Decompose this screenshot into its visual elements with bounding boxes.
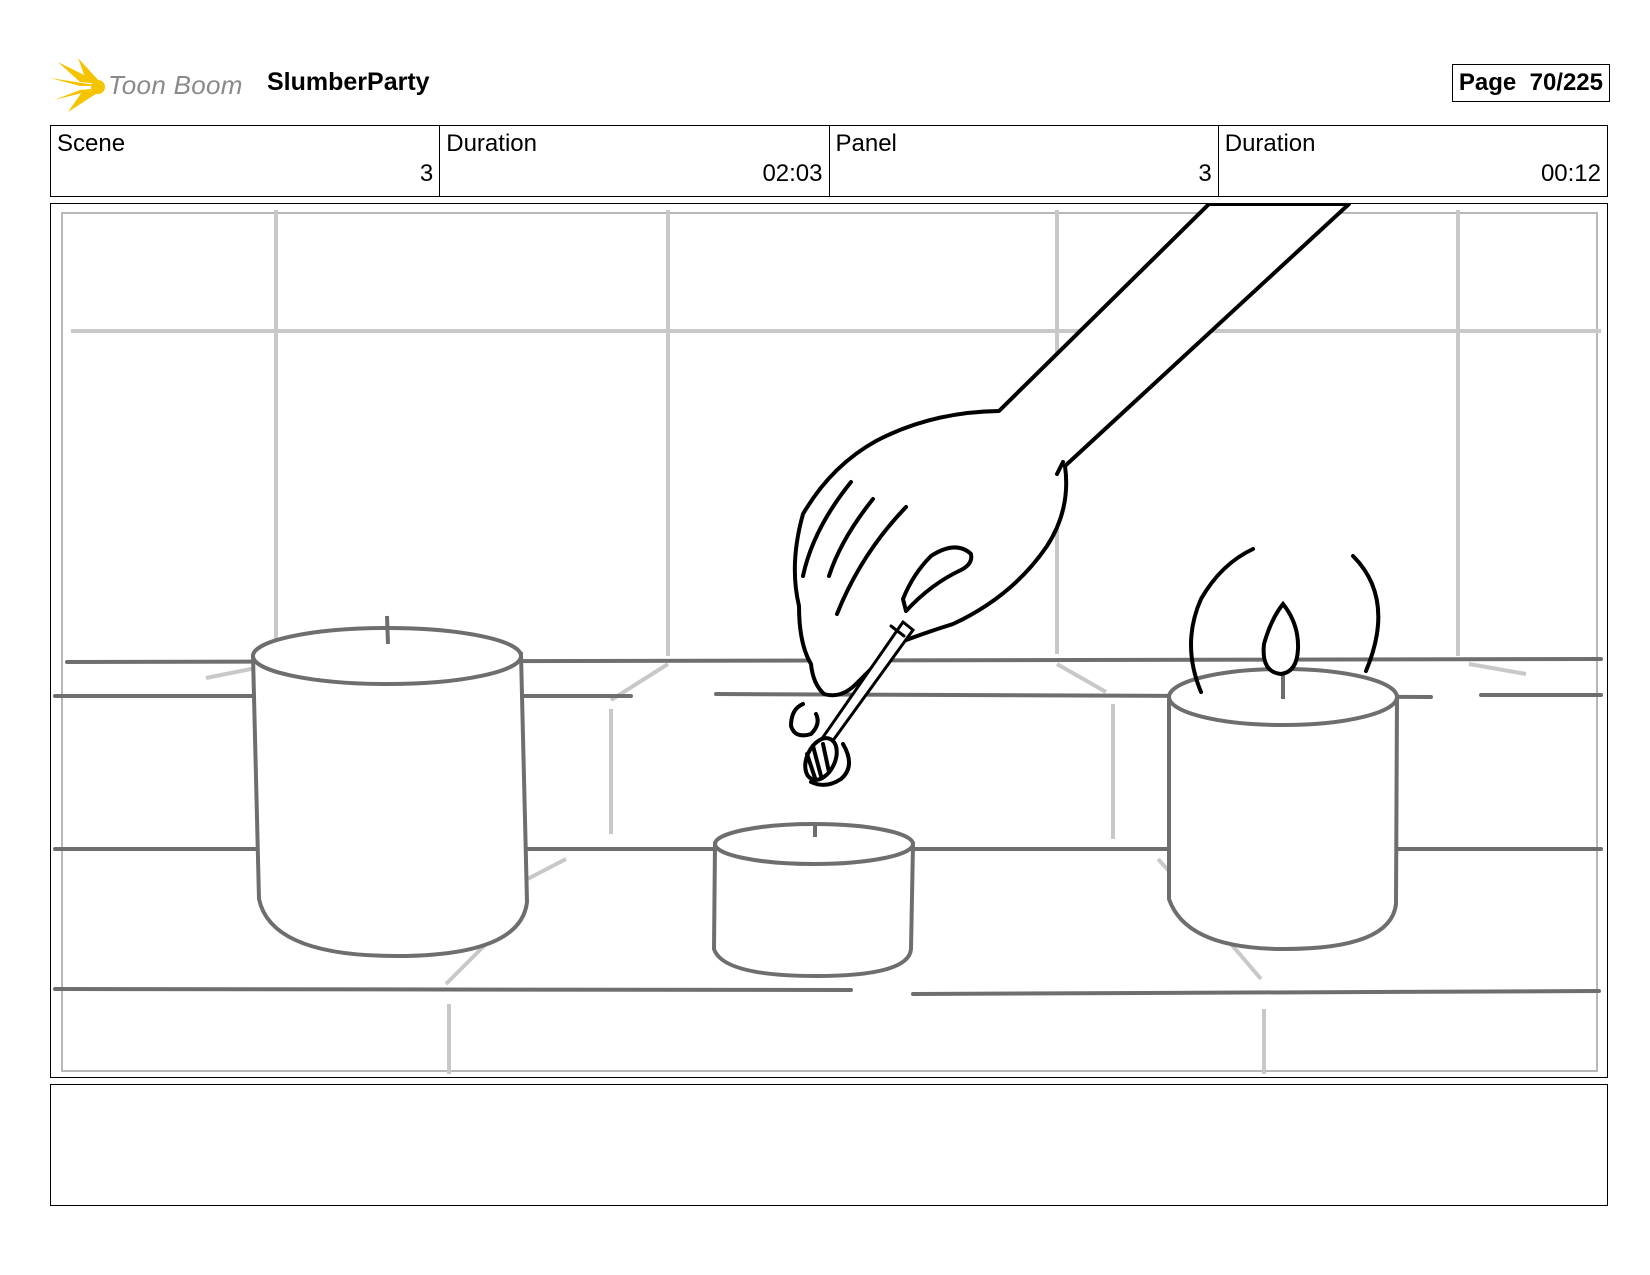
scene-info-table: Scene 3 Duration 02:03 Panel 3 Duration … (50, 125, 1608, 197)
scene-value: 3 (419, 160, 434, 187)
safe-frame (61, 212, 1598, 1072)
panel-duration-label: Duration (1224, 130, 1316, 157)
panel-cell: Panel 3 (830, 126, 1219, 196)
page-label: Page (1458, 69, 1517, 96)
match-flame (788, 702, 851, 787)
storyboard-panel (50, 203, 1608, 1078)
project-title: SlumberParty (267, 68, 430, 96)
panel-duration-cell: Duration 00:12 (1219, 126, 1607, 196)
panel-notes (50, 1084, 1608, 1206)
storyboard-header: Toon Boom SlumberParty Page 70/225 (50, 52, 1610, 114)
left-candle (250, 615, 530, 959)
toon-boom-logo: Toon Boom (50, 58, 250, 112)
scene-duration-value: 02:03 (762, 160, 823, 187)
page-number: 70/225 (1529, 69, 1603, 96)
hand-with-match (792, 204, 1351, 698)
scene-duration-label: Duration (446, 130, 537, 157)
panel-label: Panel (835, 130, 897, 157)
scene-cell: Scene 3 (51, 126, 441, 196)
page-indicator: Page 70/225 (1451, 64, 1610, 102)
candle-flame (1189, 547, 1381, 694)
tea-candle (711, 822, 916, 979)
panel-value: 3 (1198, 160, 1212, 187)
toon-boom-burst-icon (50, 58, 105, 112)
scene-duration-cell: Duration 02:03 (440, 126, 830, 196)
logo-text: Toon Boom (108, 70, 243, 100)
scene-label: Scene (57, 130, 126, 157)
panel-duration-value: 00:12 (1540, 160, 1601, 187)
right-candle (1167, 667, 1400, 952)
panel-sketch (53, 204, 1603, 1074)
